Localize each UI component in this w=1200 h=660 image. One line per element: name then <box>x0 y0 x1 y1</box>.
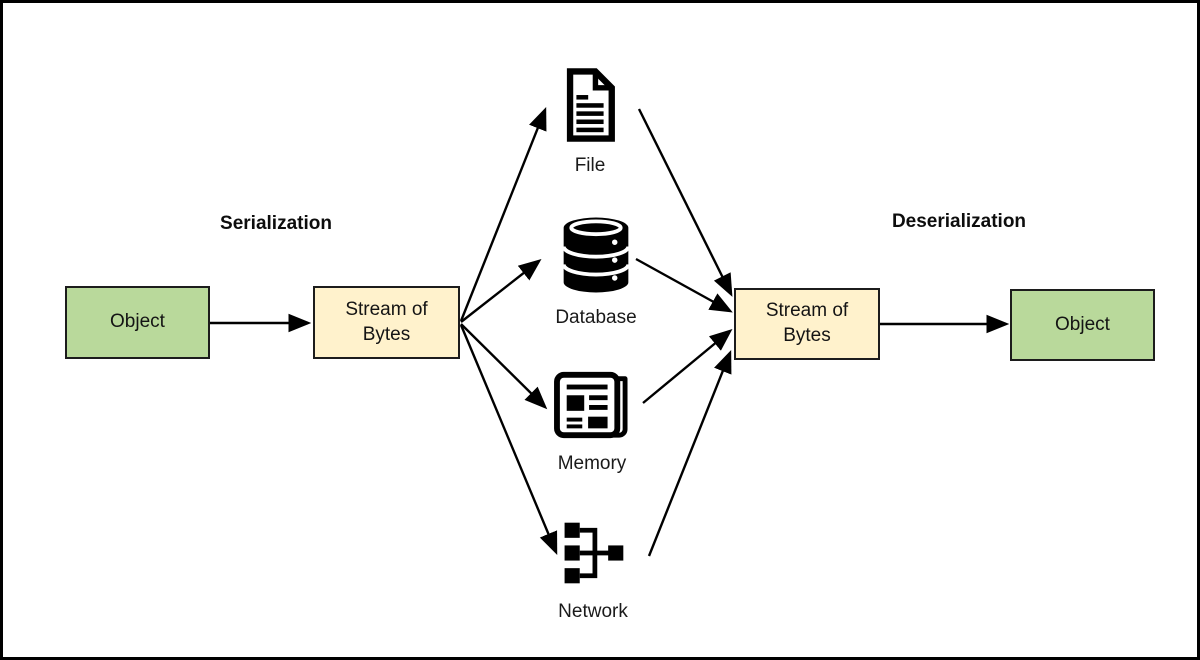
memory-label: Memory <box>557 453 627 474</box>
stream-of-bytes-right-box: Stream of Bytes <box>734 288 880 360</box>
network-label: Network <box>558 601 628 622</box>
file-label: File <box>574 155 606 176</box>
target-object-box: Object <box>1010 289 1155 361</box>
medium-network: Network <box>523 517 663 623</box>
database-label: Database <box>555 307 637 328</box>
serialization-label: Serialization <box>220 213 332 234</box>
deserialization-label: Deserialization <box>891 211 1027 232</box>
database-icon <box>554 215 638 300</box>
file-icon <box>561 67 619 148</box>
network-icon <box>556 517 630 594</box>
medium-database: Database <box>526 215 666 329</box>
source-object-box: Object <box>65 286 210 359</box>
medium-file: File <box>520 67 660 177</box>
memory-icon <box>553 369 631 446</box>
stream-of-bytes-left-box: Stream of Bytes <box>313 286 460 359</box>
medium-memory: Memory <box>522 369 662 475</box>
